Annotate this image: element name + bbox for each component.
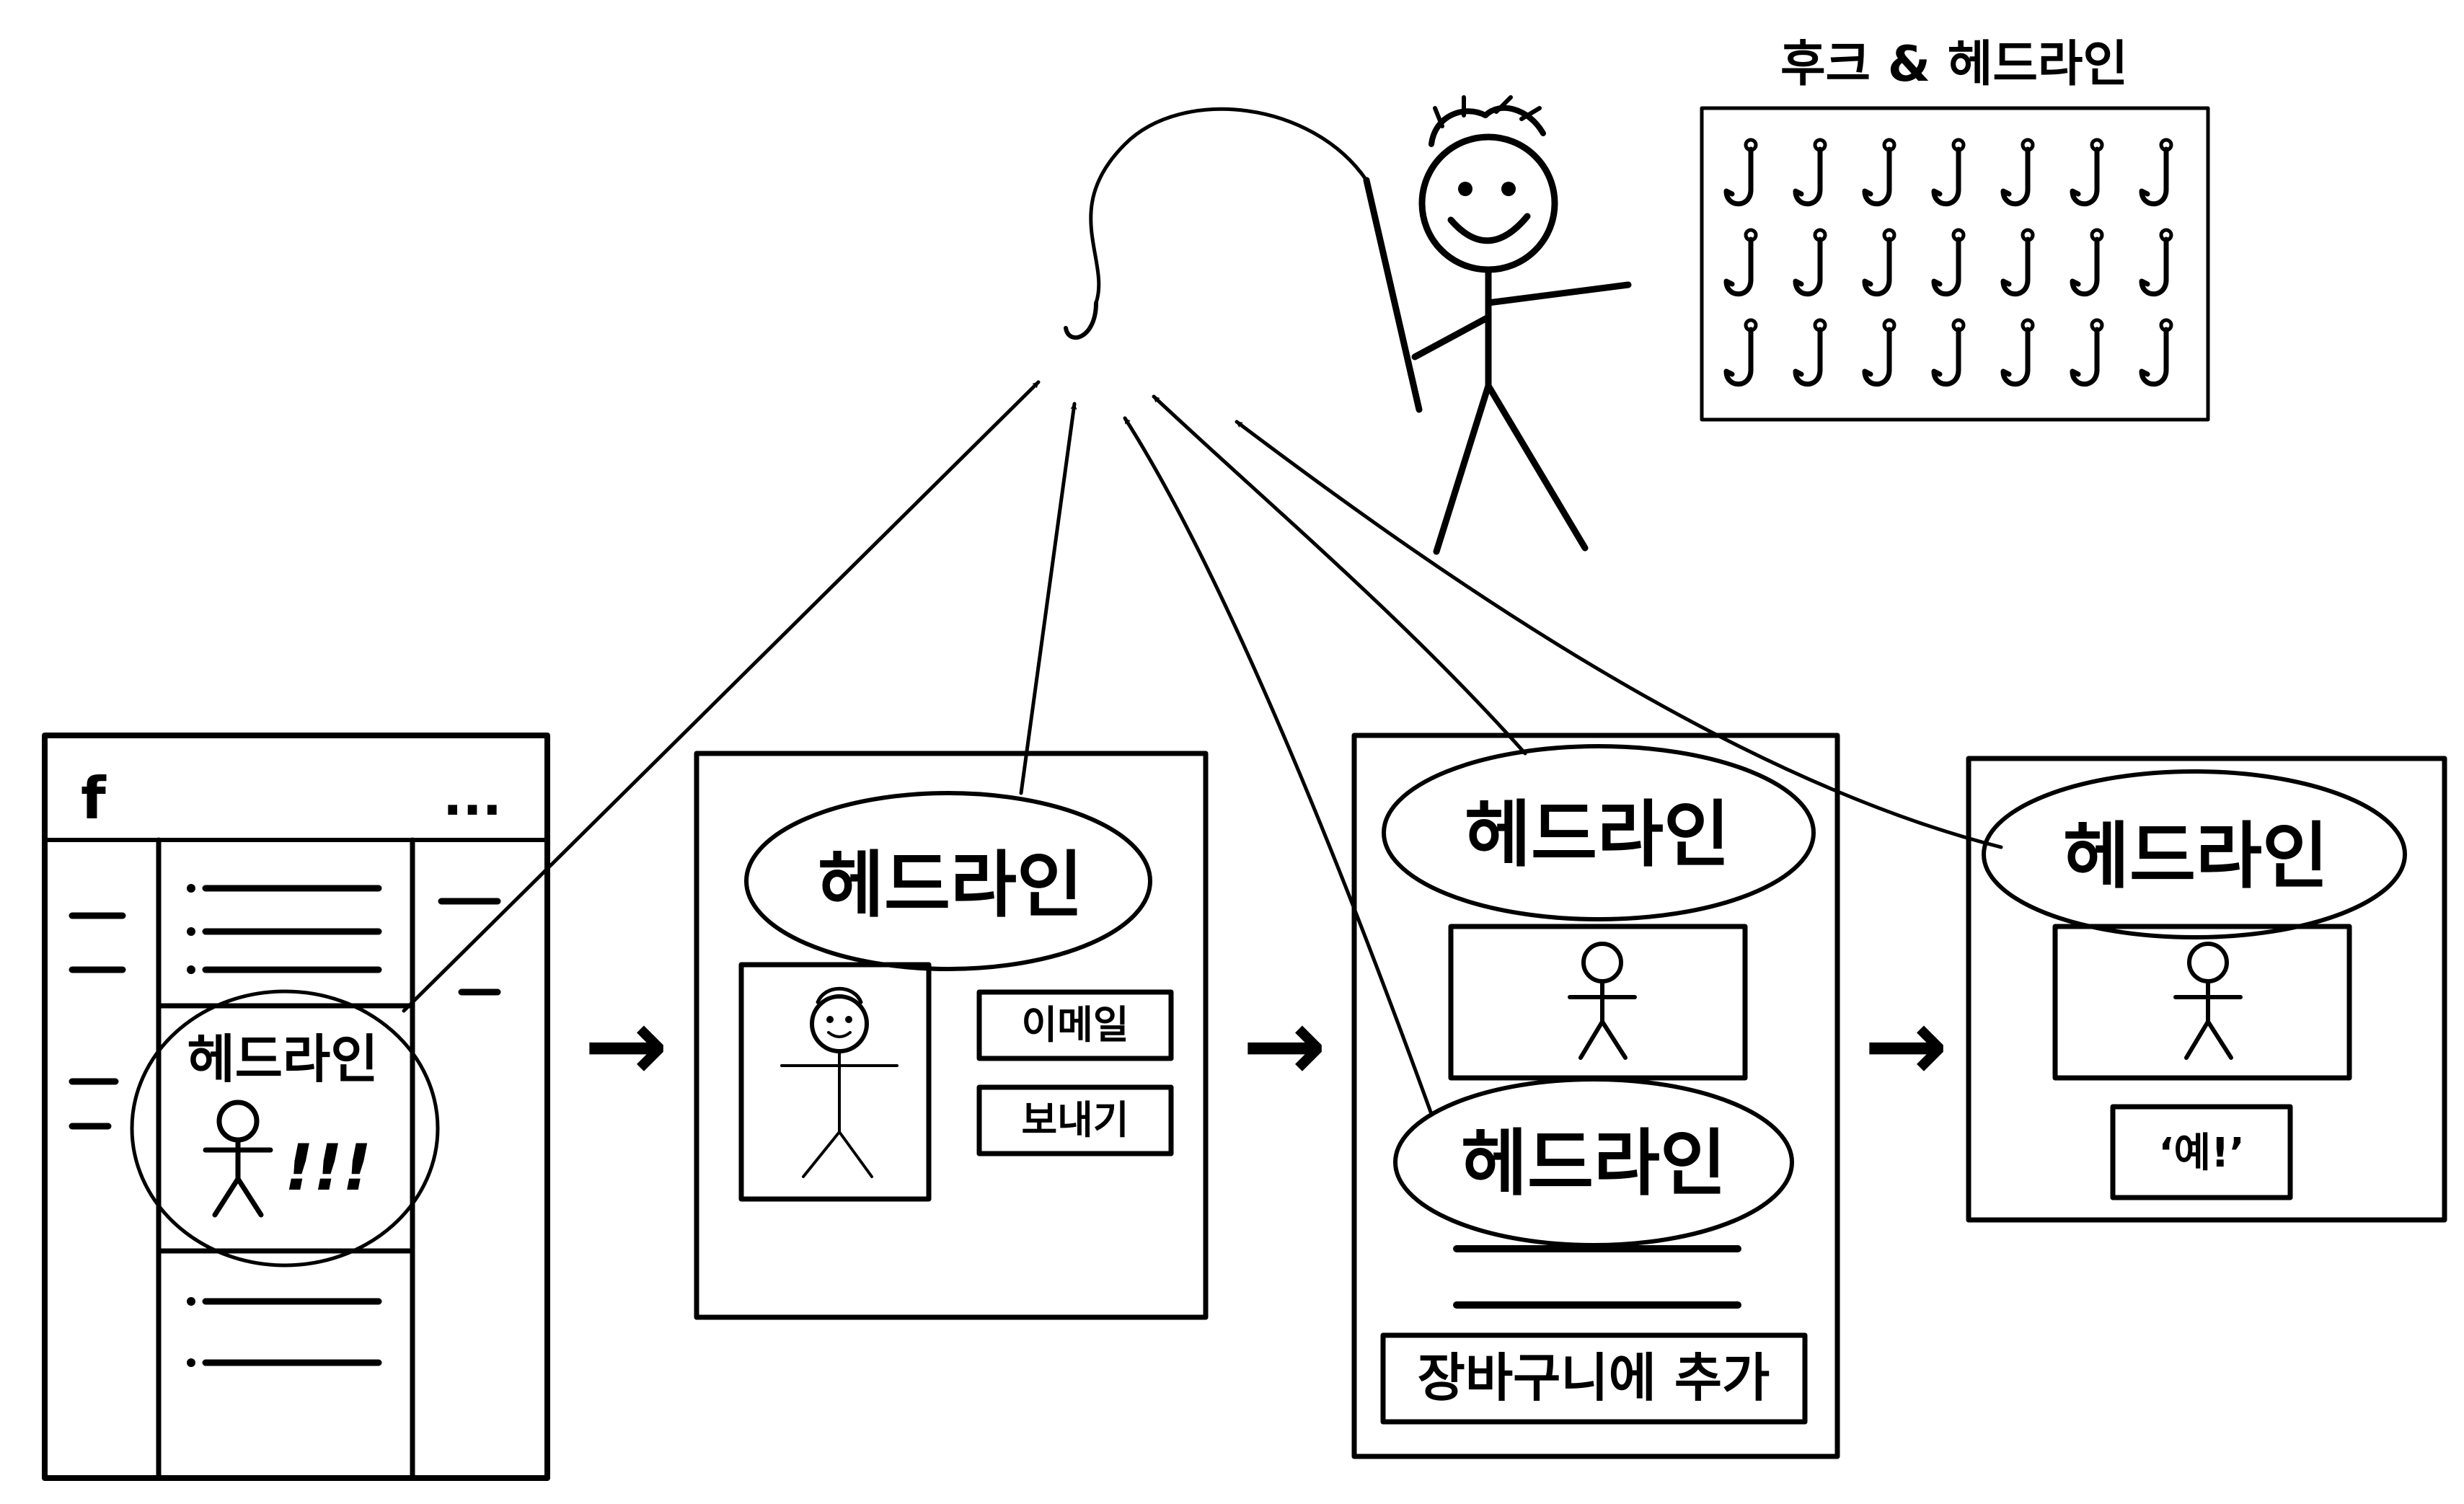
feed-logo: f: [81, 765, 107, 832]
hook-icon: [2003, 230, 2033, 294]
hook-icon: [1865, 140, 1894, 204]
hook-icon: [1934, 320, 1964, 384]
hook-icon: [2142, 230, 2171, 294]
hook-icon: [2072, 230, 2102, 294]
hook-icon: [1934, 230, 1964, 294]
landing-headline: 헤드라인: [818, 843, 1083, 927]
hook-icon: [1796, 140, 1825, 204]
panel-landing-page: 헤드라인 이메일 보내기: [694, 751, 1209, 1320]
hook-arrows: [402, 380, 2003, 1116]
person-icon: [2173, 942, 2243, 1060]
product-headline-top: 헤드라인: [1465, 792, 1730, 877]
hook-icon-grid: [1726, 140, 2171, 384]
confirm-headline: 헤드라인: [2063, 814, 2328, 898]
hook-icon: [1865, 320, 1894, 384]
hook-icon: [1796, 320, 1825, 384]
feed-post-lines-top: [187, 884, 382, 974]
person-icon: [1568, 942, 1637, 1060]
flow-arrow-1: →: [583, 987, 668, 1105]
feed-post-lines-bottom: [187, 1297, 382, 1367]
hook-icon: [2072, 320, 2102, 384]
feed-headline: 헤드라인: [187, 1029, 379, 1089]
fishing-rod: [1064, 107, 1423, 413]
panel-social-feed: f ... 헤드라인 !!!: [42, 733, 550, 1481]
exclaim-text: !!!: [285, 1131, 371, 1205]
product-headline-mid: 헤드라인: [1461, 1121, 1726, 1206]
yes-button[interactable]: ‘예!’: [2158, 1130, 2245, 1177]
hook-icon: [2003, 140, 2033, 204]
add-to-cart-button[interactable]: 장바구니에 추가: [1418, 1348, 1770, 1408]
hook-icon: [2142, 140, 2171, 204]
hook-icon: [2072, 140, 2102, 204]
hook-icon: [1726, 320, 1756, 384]
hook-icon: [1726, 140, 1756, 204]
smiling-person-icon: [780, 986, 898, 1178]
menu-dots: ...: [443, 766, 502, 827]
hook-icon: [1865, 230, 1894, 294]
fisherman-figure: [1411, 95, 1632, 555]
hook-icon: [2142, 320, 2171, 384]
hook-icon: [1934, 140, 1964, 204]
panel-product-page: 헤드라인 헤드라인 장바구니에 추가: [1351, 733, 1840, 1459]
hook-icon: [1726, 230, 1756, 294]
legend-title: 후크 & 헤드라인: [1780, 36, 2128, 93]
hook-icon: [1796, 230, 1825, 294]
hooks-legend: 후크 & 헤드라인: [1700, 36, 2210, 422]
flow-arrow-2: →: [1242, 987, 1326, 1105]
person-icon: [203, 1100, 273, 1218]
flow-arrow-3: →: [1863, 987, 1948, 1105]
hook-icon: [2003, 320, 2033, 384]
panel-confirmation: 헤드라인 ‘예!’: [1966, 756, 2447, 1223]
email-button[interactable]: 이메일: [1021, 1002, 1129, 1048]
send-button[interactable]: 보내기: [1021, 1097, 1129, 1143]
